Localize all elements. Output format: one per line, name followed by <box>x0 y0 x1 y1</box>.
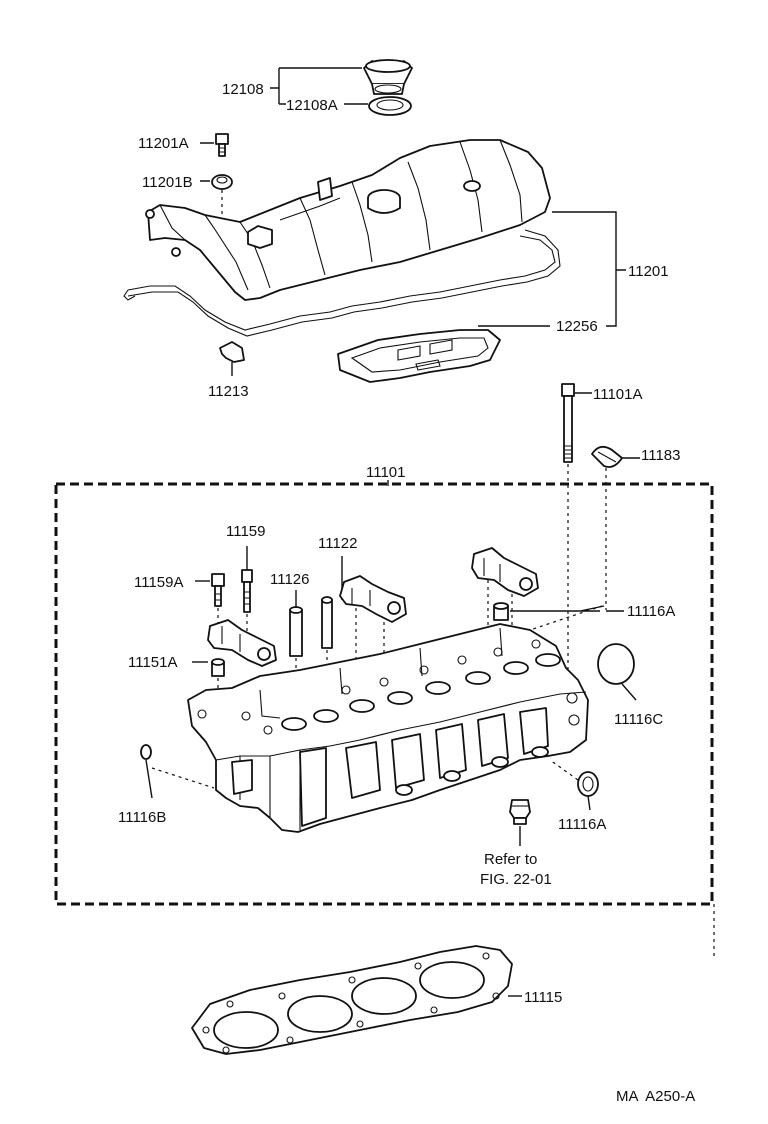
label-11201B: 11201B <box>142 174 193 191</box>
label-12108A: 12108A <box>286 97 338 114</box>
plate-gasket <box>337 329 501 383</box>
figure-code: MA A250-A <box>616 1088 695 1105</box>
cover-gasket-outline <box>123 229 561 337</box>
half-moon-seal <box>591 445 623 610</box>
label-11159: 11159 <box>226 523 266 540</box>
cylinder-head <box>187 623 589 833</box>
bearing-cap-left <box>207 619 277 667</box>
oil-filler-cap <box>363 59 413 95</box>
head-cover <box>145 139 551 301</box>
cover-bracket <box>219 341 245 376</box>
cap-gasket <box>368 96 412 116</box>
plug-small <box>140 744 215 799</box>
pin-straight <box>321 596 333 700</box>
cover-bolt <box>215 133 229 157</box>
label-12108: 12108 <box>222 81 264 98</box>
head-gasket <box>191 945 513 1055</box>
label-11116A-bottom: 11116A <box>558 816 606 833</box>
expansion-plug-large <box>597 643 637 701</box>
leader-12108 <box>270 67 368 105</box>
refer-line2: FIG. 22-01 <box>480 871 552 888</box>
label-11159A: 11159A <box>134 574 184 591</box>
label-11101A: 11101A <box>593 386 643 403</box>
bearing-cap-middle <box>339 575 407 680</box>
label-11122: 11122 <box>318 535 358 552</box>
label-11126: 11126 <box>270 571 310 588</box>
label-11116A-top: 11116A <box>627 603 675 620</box>
dowel-bushing <box>211 658 225 700</box>
label-12256: 12256 <box>556 318 598 335</box>
short-bolt <box>211 573 225 630</box>
refer-line1: Refer to <box>484 851 537 868</box>
sensor-part <box>509 799 531 846</box>
bearing-cap-right <box>471 547 539 640</box>
stud-bolt <box>241 546 253 640</box>
cap-bushing <box>493 602 509 621</box>
label-11151A: 11151A <box>128 654 178 671</box>
assembly-frame <box>54 482 714 906</box>
label-11115: 11115 <box>524 989 562 1006</box>
label-11116C: 11116C <box>614 711 663 728</box>
label-11201A: 11201A <box>138 135 189 152</box>
expansion-plug-bottom <box>549 759 599 811</box>
label-11213: 11213 <box>208 383 249 400</box>
label-11116B: 11116B <box>118 809 166 826</box>
label-11101: 11101 <box>366 464 406 481</box>
label-11201: 11201 <box>628 263 669 280</box>
label-11183: 11183 <box>641 447 681 464</box>
head-bolt <box>561 383 575 690</box>
cover-grommet <box>211 174 233 222</box>
